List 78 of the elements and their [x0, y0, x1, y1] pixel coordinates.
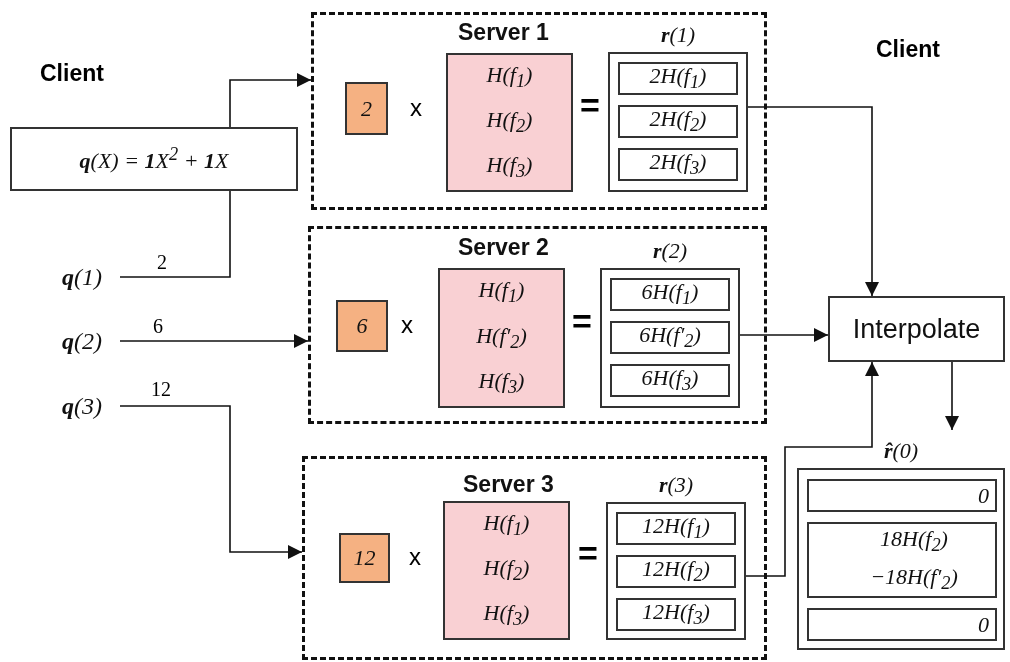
- math-expression: 6H(f$_{1}$): [641, 279, 699, 310]
- math-expression: 6H(f$_{3}$): [641, 365, 699, 396]
- section-heading: Client: [876, 36, 940, 63]
- multiply-sign: x: [409, 543, 421, 571]
- arrow: [945, 361, 959, 431]
- math-expression: 18H(f$_{2}$) −18H(f′$_{2}$): [869, 525, 959, 596]
- equals-sign: =: [572, 302, 592, 341]
- math-expression: H(f$_{2}$): [483, 555, 530, 586]
- server-box: [308, 226, 767, 424]
- server-title: Server 1: [458, 19, 549, 46]
- vector-entry-box: [610, 278, 730, 311]
- vector-entry-box: [616, 598, 736, 631]
- process-label: Interpolate: [852, 313, 981, 345]
- server-box: [311, 12, 767, 210]
- arrow: [739, 328, 829, 342]
- polynomial-box: [10, 127, 298, 191]
- math-expression: 0: [978, 611, 989, 638]
- math-expression: 12H(f$_{3}$): [642, 599, 710, 630]
- vector-entry-box: [616, 555, 736, 588]
- math-expression: H(f$_{1}$): [486, 62, 533, 93]
- edge-label: 2: [156, 252, 168, 272]
- edge-label: 12: [150, 379, 172, 399]
- matrix-box: [446, 53, 573, 192]
- arrow: [119, 405, 303, 559]
- vector-entry-box: [807, 479, 997, 512]
- coefficient-box: [336, 300, 388, 352]
- math-expression: 2H(f$_{3}$): [649, 149, 707, 180]
- equals-sign: =: [580, 86, 600, 125]
- math-expression: 2H(f$_{2}$): [649, 106, 707, 137]
- math-expression: 12H(f$_{1}$): [642, 513, 710, 544]
- coefficient-value: 2: [361, 95, 372, 122]
- multiply-sign: x: [410, 94, 422, 122]
- process-box: [828, 296, 1005, 362]
- matrix-box: [438, 268, 565, 408]
- edge-label: 6: [152, 316, 164, 336]
- math-expression: q(X) = 1X$^{2}$ + 1X: [79, 143, 229, 175]
- multiply-sign: x: [401, 311, 413, 339]
- arrow: [747, 106, 879, 297]
- server-title: Server 2: [458, 234, 549, 261]
- arrow: [119, 334, 309, 348]
- math-expression: 6H(f′$_{2}$): [639, 322, 701, 353]
- vector-entry-box: [610, 364, 730, 397]
- math-expression: H(f$_{2}$): [486, 107, 533, 138]
- vector-entry-box: [616, 512, 736, 545]
- vector-label: r(3): [658, 472, 694, 498]
- query-value: q(2): [44, 322, 120, 360]
- coefficient-box: [339, 533, 390, 583]
- math-expression: H(f$_{1}$): [478, 277, 525, 308]
- vector-entry-box: [610, 321, 730, 354]
- coefficient-box: [345, 82, 388, 135]
- vector-entry-box: [618, 62, 738, 95]
- math-expression: 12H(f$_{2}$): [642, 556, 710, 587]
- server-title: Server 3: [463, 471, 554, 498]
- math-expression: H(f$_{3}$): [478, 368, 525, 399]
- coefficient-value: 12: [353, 545, 376, 571]
- math-expression: H(f$_{3}$): [483, 600, 530, 631]
- arrow: [745, 361, 879, 577]
- vector-entry-box: [618, 105, 738, 138]
- math-expression: H(f$_{1}$): [483, 510, 530, 541]
- vector-label: r(2): [652, 238, 688, 264]
- math-expression: 2H(f$_{1}$): [649, 63, 707, 94]
- vector-entry-box: [618, 148, 738, 181]
- section-heading: Client: [40, 60, 104, 87]
- query-value: q(3): [44, 387, 120, 425]
- vector-label: r(1): [660, 22, 696, 48]
- arrow: [229, 73, 312, 128]
- server-box: [302, 456, 767, 660]
- math-expression: H(f′$_{2}$): [476, 322, 527, 354]
- matrix-box: [443, 501, 570, 640]
- connector-line: [119, 190, 231, 278]
- query-value: q(1): [44, 258, 120, 296]
- vector-label: r̂(0): [883, 438, 919, 464]
- math-expression: H(f$_{3}$): [486, 152, 533, 183]
- math-expression: 0: [978, 482, 989, 509]
- vector-entry-box: [807, 522, 997, 598]
- coefficient-value: 6: [356, 313, 368, 339]
- equals-sign: =: [578, 534, 598, 573]
- vector-entry-box: [807, 608, 997, 641]
